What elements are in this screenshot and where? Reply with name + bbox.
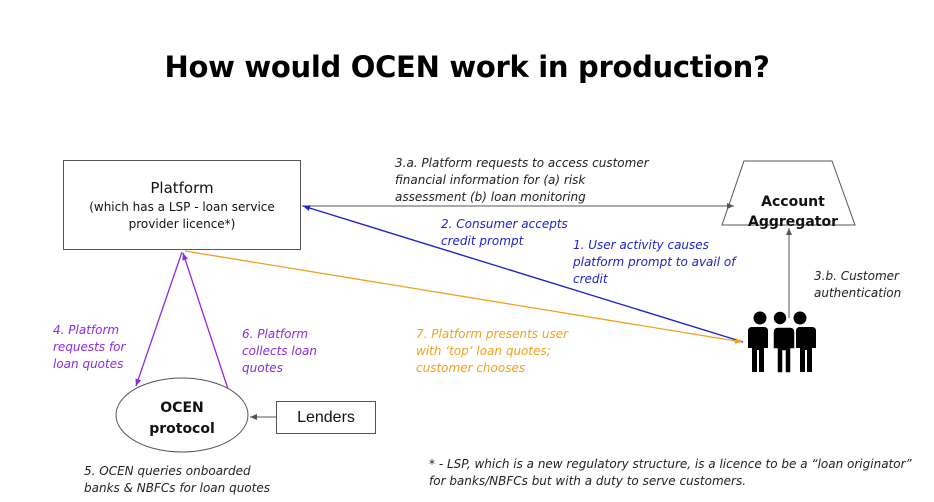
ocen-label-line: protocol <box>149 421 215 437</box>
step-line: banks & NBFCs for loan quotes <box>84 481 270 495</box>
arrow-6-ocen-to-platform <box>182 252 229 390</box>
arrow-4-platform-to-ocen <box>135 251 183 387</box>
step-line: financial information for (a) risk <box>395 173 586 187</box>
platform-subtitle-line: (which has a LSP - loan service <box>89 200 275 214</box>
lenders-node: Lenders <box>276 401 376 434</box>
step-line: with ‘top’ loan quotes; <box>416 344 551 358</box>
step-line: collects loan <box>242 344 317 358</box>
aa-label-line: Aggregator <box>748 214 838 230</box>
step-2-label: 2. Consumer accepts credit prompt <box>441 216 568 250</box>
step-3a-label: 3.a. Platform requests to access custome… <box>395 155 649 206</box>
people-group-icon <box>748 310 816 374</box>
platform-subtitle: (which has a LSP - loan service provider… <box>64 199 300 233</box>
step-line: 7. Platform presents user <box>416 327 569 341</box>
platform-subtitle-line: provider licence*) <box>128 217 236 231</box>
step-line: credit prompt <box>441 234 524 248</box>
step-7-label: 7. Platform presents user with ‘top’ loa… <box>416 326 568 377</box>
step-line: requests for <box>53 340 126 354</box>
step-line: 2. Consumer accepts <box>441 217 568 231</box>
footnote: * - LSP, which is a new regulatory struc… <box>429 456 912 490</box>
arrow-7-platform-to-customer <box>184 250 743 344</box>
step-line: credit <box>573 272 608 286</box>
aa-label-line: Account <box>761 194 825 210</box>
ocen-label-line: OCEN <box>160 400 204 416</box>
step-line: 4. Platform <box>53 323 120 337</box>
arrow-2-customer-to-platform <box>302 205 744 343</box>
step-line: customer chooses <box>416 361 526 375</box>
account-aggregator-label: Account Aggregator <box>738 192 848 232</box>
diagram-title: How would OCEN work in production? <box>164 50 770 84</box>
ocen-protocol-shape <box>115 377 249 453</box>
step-line: assessment (b) loan monitoring <box>395 190 586 204</box>
footnote-line: for banks/NBFCs but with a duty to serve… <box>429 474 747 488</box>
step-line: 5. OCEN queries onboarded <box>84 464 251 478</box>
step-line: 6. Platform <box>242 327 309 341</box>
step-5-label: 5. OCEN queries onboarded banks & NBFCs … <box>84 463 270 497</box>
step-line: loan quotes <box>53 357 124 371</box>
step-line: platform prompt to avail of <box>573 255 736 269</box>
platform-node: Platform (which has a LSP - loan service… <box>63 160 301 250</box>
step-1-label: 1. User activity causes platform prompt … <box>573 237 735 288</box>
step-6-label: 6. Platform collects loan quotes <box>242 326 317 377</box>
step-4-label: 4. Platform requests for loan quotes <box>53 322 125 373</box>
step-3b-label: 3.b. Customer authentication <box>814 268 901 302</box>
step-line: 3.a. Platform requests to access custome… <box>395 156 649 170</box>
step-line: 1. User activity causes <box>573 238 709 252</box>
step-line: authentication <box>814 286 902 300</box>
footnote-line: * - LSP, which is a new regulatory struc… <box>429 457 912 471</box>
step-line: quotes <box>242 361 283 375</box>
platform-title: Platform <box>150 179 214 197</box>
ocen-protocol-label: OCEN protocol <box>118 398 246 440</box>
step-line: 3.b. Customer <box>814 269 899 283</box>
